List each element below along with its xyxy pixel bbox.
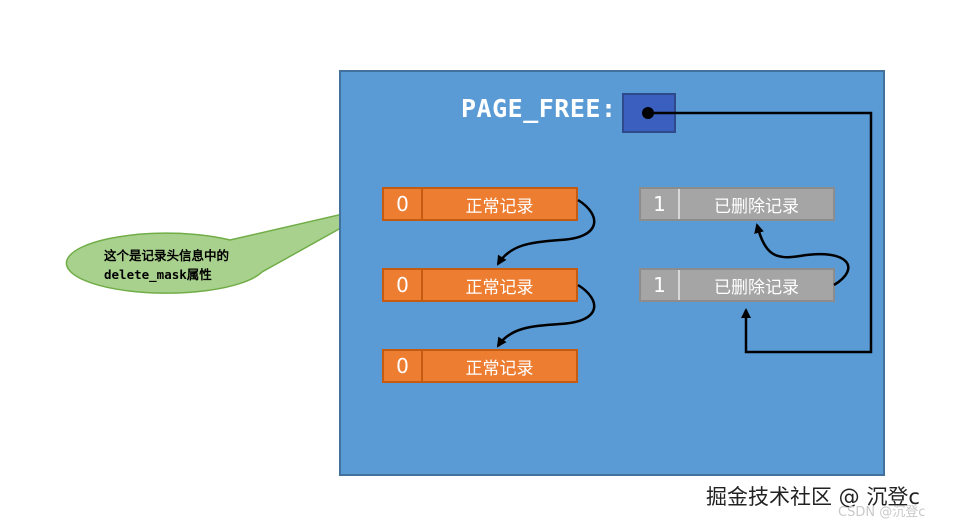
callout-line-2: delete_mask属性 (104, 267, 212, 282)
record-label: 已删除记录 (714, 196, 799, 217)
callout-line-1: 这个是记录头信息中的 (104, 248, 230, 263)
normal-record-2: 0 正常记录 (382, 268, 578, 302)
watermark-sub: CSDN @沉登c (838, 505, 926, 520)
delete-flag: 1 (641, 270, 680, 300)
normal-chain-arrow-1 (496, 198, 596, 266)
deleted-chain-arrow (754, 223, 850, 287)
record-label: 正常记录 (465, 358, 534, 379)
delete-flag: 0 (384, 351, 423, 381)
normal-chain-arrow-2 (496, 283, 596, 348)
delete-flag: 0 (384, 189, 423, 219)
free-list-arrow (648, 111, 873, 354)
page-free-label: PAGE_FREE: (461, 94, 617, 123)
delete-flag: 0 (384, 270, 423, 300)
callout-text: 这个是记录头信息中的 delete_mask属性 (104, 246, 274, 284)
record-label: 已删除记录 (714, 277, 799, 298)
delete-flag: 1 (641, 189, 680, 219)
record-label: 正常记录 (465, 196, 534, 217)
deleted-record-2: 1 已删除记录 (639, 268, 835, 302)
normal-record-3: 0 正常记录 (382, 349, 578, 383)
normal-record-1: 0 正常记录 (382, 187, 578, 221)
record-label: 正常记录 (465, 277, 534, 298)
callout-bubble (65, 204, 383, 294)
deleted-record-1: 1 已删除记录 (639, 187, 835, 221)
watermark: 掘金技术社区 @ 沉登c (706, 485, 920, 509)
